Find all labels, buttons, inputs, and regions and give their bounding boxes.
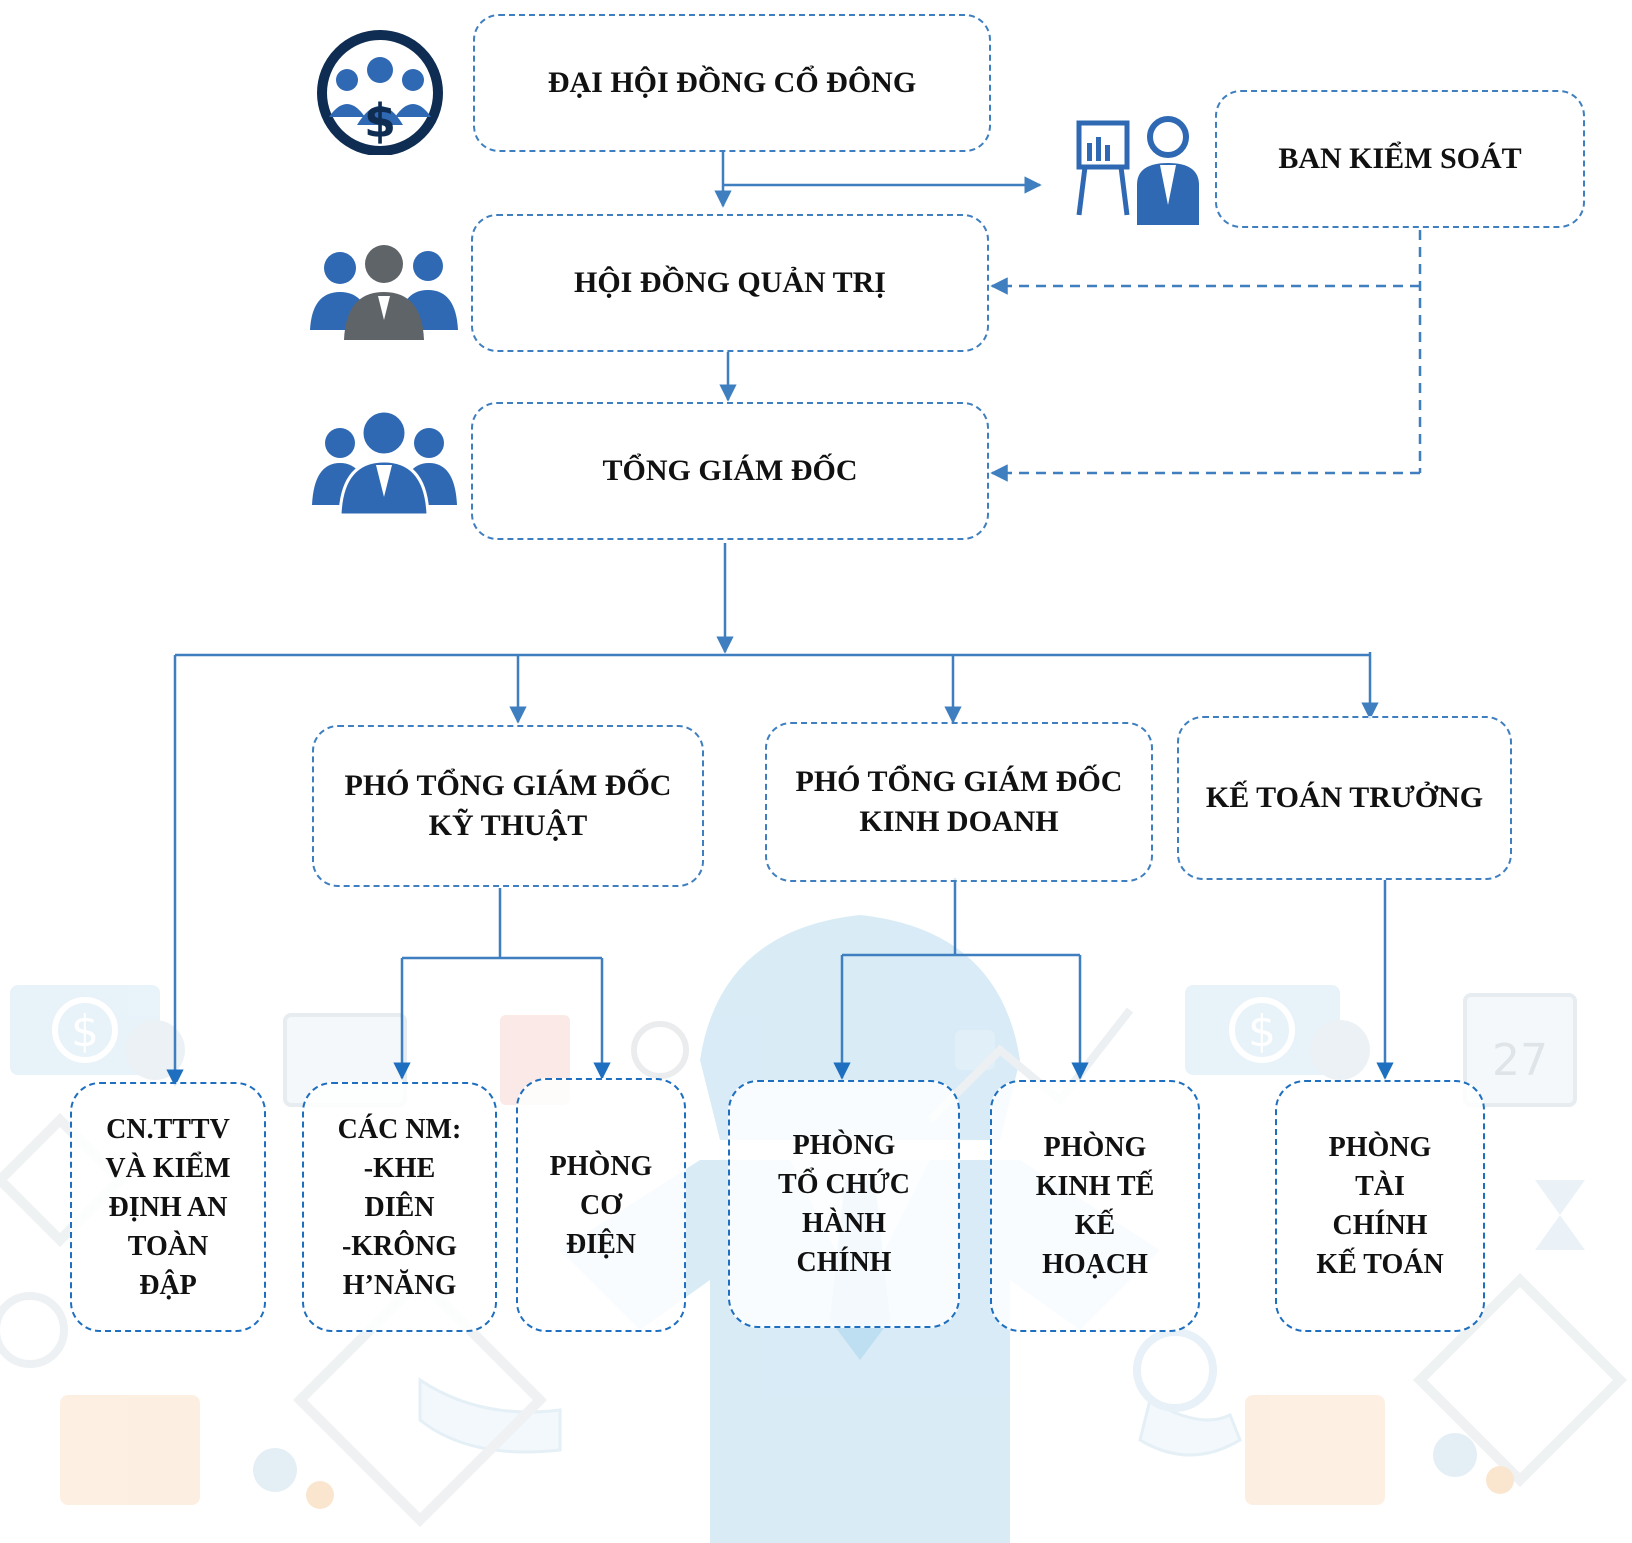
box-shareholders-meeting: ĐẠI HỘI ĐỒNG CỔ ĐÔNG	[473, 14, 991, 152]
supervisory-dashed-connectors	[990, 230, 1422, 482]
box-general-director: TỔNG GIÁM ĐỐC	[471, 402, 989, 540]
label-branch-dam-safety: CN.TTTV VÀ KIỂM ĐỊNH AN TOÀN ĐẬP	[105, 1113, 231, 1301]
box-finance: PHÒNG TÀI CHÍNH KẾ TOÁN	[1275, 1080, 1485, 1332]
hourglass-icon	[1535, 1180, 1585, 1250]
money-note-icon: $ $	[10, 985, 1370, 1080]
label-finance: PHÒNG TÀI CHÍNH KẾ TOÁN	[1316, 1132, 1444, 1280]
business-team-icon	[312, 409, 457, 515]
stopwatch-icon	[0, 1292, 68, 1368]
svg-text:$: $	[364, 94, 396, 148]
svg-text:$: $	[71, 1006, 99, 1057]
gear-icon	[253, 1433, 1514, 1509]
shareholders-dollar-icon: $	[317, 30, 443, 155]
lightbulb-icon	[631, 1021, 689, 1079]
label-shareholders-meeting: ĐẠI HỘI ĐỒNG CỔ ĐÔNG	[547, 66, 917, 99]
label-planning: PHÒNG KINH TẾ KẾ HOẠCH	[1035, 1132, 1155, 1280]
box-planning: PHÒNG KINH TẾ KẾ HOẠCH	[990, 1080, 1200, 1332]
box-deputy-technical: PHÓ TỔNG GIÁM ĐỐC KỸ THUẬT	[312, 725, 704, 887]
box-deputy-business: PHÓ TỔNG GIÁM ĐỐC KINH DOANH	[765, 722, 1153, 882]
box-admin: PHÒNG TỔ CHỨC HÀNH CHÍNH	[728, 1080, 960, 1328]
clock-icon	[1133, 1328, 1217, 1412]
presentation-analyst-icon	[1076, 116, 1199, 225]
label-deputy-business: PHÓ TỔNG GIÁM ĐỐC KINH DOANH	[795, 765, 1123, 838]
label-admin: PHÒNG TỔ CHỨC HÀNH CHÍNH	[778, 1130, 910, 1278]
label-deputy-technical: PHÓ TỔNG GIÁM ĐỐC KỸ THUẬT	[344, 769, 672, 842]
label-electromechanical: PHÒNG CƠ ĐIỆN	[549, 1150, 653, 1260]
svg-text:$: $	[1248, 1006, 1276, 1057]
label-general-director: TỔNG GIÁM ĐỐC	[602, 454, 858, 487]
label-board-of-directors: HỘI ĐỒNG QUẢN TRỊ	[574, 266, 886, 299]
box-board-of-directors: HỘI ĐỒNG QUẢN TRỊ	[471, 214, 989, 352]
box-supervisory-board: BAN KIỂM SOÁT	[1215, 90, 1585, 228]
briefcase-icon	[60, 1395, 1385, 1505]
board-members-icon	[310, 245, 458, 340]
svg-text:27: 27	[1492, 1035, 1548, 1086]
box-plants: CÁC NM: -KHE DIÊN -KRÔNG H’NĂNG	[302, 1082, 497, 1332]
box-branch-dam-safety: CN.TTTV VÀ KIỂM ĐỊNH AN TOÀN ĐẬP	[70, 1082, 266, 1332]
box-chief-accountant: KẾ TOÁN TRƯỞNG	[1177, 716, 1512, 880]
label-chief-accountant: KẾ TOÁN TRƯỞNG	[1205, 781, 1484, 814]
label-supervisory-board: BAN KIỂM SOÁT	[1278, 142, 1522, 175]
trend-arrow-icon	[927, 1007, 1134, 1123]
label-plants: CÁC NM: -KHE DIÊN -KRÔNG H’NĂNG	[337, 1113, 462, 1301]
box-electromechanical: PHÒNG CƠ ĐIỆN	[516, 1078, 686, 1332]
